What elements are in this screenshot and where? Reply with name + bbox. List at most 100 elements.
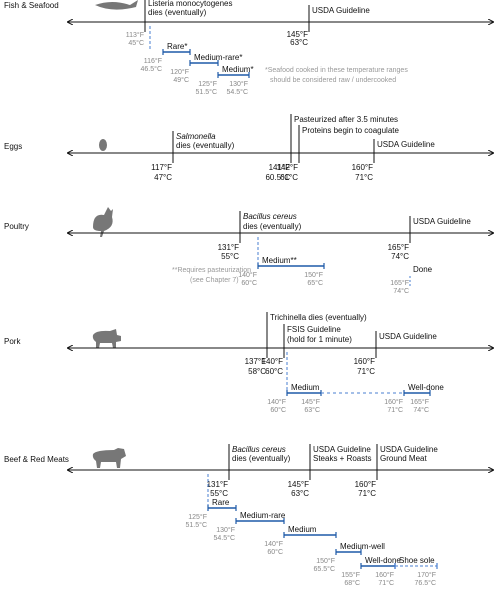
range-label: Medium — [291, 383, 320, 392]
event-label: Salmonella — [176, 132, 216, 141]
range-from-c: 46.5°C — [141, 65, 162, 73]
temp-f: 165°F — [388, 243, 410, 252]
footnote: (see Chapter 7) — [190, 277, 239, 284]
section-label: Poultry — [4, 222, 29, 231]
egg-icon — [99, 139, 107, 151]
range-medium-rare-: Medium-rare* 120°F49°C — [170, 53, 242, 84]
range-from-f: 155°F — [341, 571, 360, 579]
event-label: dies (eventually) — [243, 222, 302, 231]
event-label: Proteins begin to coagulate — [302, 126, 400, 135]
event-label: dies (eventually) — [176, 141, 235, 150]
fish-icon — [95, 0, 138, 10]
event-label: Bacillus cereus — [232, 445, 286, 454]
temp-f: 142°F — [277, 163, 299, 172]
event-label: USDA Guideline — [377, 140, 435, 149]
event-trichinella: Trichinella dies (eventually) 137°F58°C — [245, 312, 367, 376]
range-from-c: 60°C — [267, 548, 283, 556]
range-to-c: 65°C — [307, 279, 323, 287]
temp-c: 61°C — [280, 173, 298, 182]
range-to-f: 130°F — [229, 80, 248, 88]
event-label: USDA Guideline — [413, 217, 471, 226]
section-pork: Pork Trichinella dies (eventually) 137°F58… — [4, 312, 493, 414]
range-from-c: 49°C — [173, 76, 189, 84]
range-label: Medium-rare — [240, 511, 286, 520]
range-label: Medium — [288, 525, 317, 534]
temp-c: 55°C — [221, 252, 239, 261]
temp-f: 137°F — [245, 357, 267, 366]
range-label: Rare — [212, 498, 230, 507]
range-rare-: Rare*116°F46.5°C — [141, 42, 191, 73]
range-from-c: 65.5°C — [314, 565, 335, 573]
temp-f: 160°F — [355, 480, 377, 489]
range-to-c: 63°C — [304, 406, 320, 414]
range-to-f: 165°F — [410, 398, 429, 406]
range-to-f: 160°F — [375, 571, 394, 579]
event-label: (hold for 1 minute) — [287, 335, 352, 344]
range-from-f: 165°F — [390, 279, 409, 287]
temp-c: 45°C — [128, 39, 144, 47]
footnote: should be considered raw / undercooked — [270, 77, 396, 84]
range-from-c: 60°C — [241, 279, 257, 287]
range-label: Medium-well — [340, 542, 385, 551]
range-from-f: 140°F — [238, 271, 257, 279]
event-label: dies (eventually) — [148, 8, 207, 17]
temp-f: 117°F — [151, 163, 172, 172]
temp-f: 160°F — [352, 163, 374, 172]
event-label: Ground Meat — [380, 454, 427, 463]
temp-c: 63°C — [290, 38, 308, 47]
section-label: Pork — [4, 337, 21, 346]
range-from-c: 54.5°C — [214, 534, 235, 542]
range-from-c: 60°C — [270, 406, 286, 414]
range-to-c: 54.5°C — [227, 88, 248, 96]
event-label: USDA Guideline — [380, 445, 438, 454]
event-label: Steaks + Roasts — [313, 454, 371, 463]
cow-icon — [92, 448, 126, 468]
event-label: USDA Guideline — [312, 6, 370, 15]
temp-f: 131°F — [207, 480, 229, 489]
event-label: USDA Guideline — [313, 445, 371, 454]
range-label: Medium* — [222, 65, 254, 74]
range-to-f: 145°F — [301, 398, 320, 406]
range-label: Done — [413, 265, 433, 274]
cow-shape — [92, 448, 126, 468]
range-label: Well-done — [365, 556, 401, 565]
range-from-f: 120°F — [170, 68, 189, 76]
range-from-f: 140°F — [267, 398, 286, 406]
range-done: Done 165°F74°C — [390, 265, 432, 295]
range-from-f: 116°F — [144, 57, 162, 65]
range-to-c: 71°C — [378, 579, 394, 587]
section-label: Eggs — [4, 142, 22, 151]
pig-icon — [92, 329, 121, 348]
event-coagulate: Proteins begin to coagulate 142°F61°C — [277, 125, 400, 182]
footnote: *Seafood cooked in these temperature ran… — [265, 67, 408, 74]
event-label: Bacillus cereus — [243, 212, 297, 221]
range-to-c: 74°C — [413, 406, 429, 414]
temp-c: 58°C — [248, 367, 266, 376]
range-from-f: 125°F — [198, 80, 217, 88]
range-from-f: 160°F — [384, 398, 403, 406]
event-label: Pasteurized after 3.5 minutes — [294, 115, 398, 124]
range-from-c: 74°C — [393, 287, 409, 295]
range-from-c: 51.5°C — [186, 521, 207, 529]
event-label: Trichinella dies (eventually) — [270, 313, 367, 322]
chicken-icon — [93, 207, 113, 237]
range-label: Medium-rare* — [194, 53, 242, 62]
range-medium: Medium 140°F60°C 145°F63°C — [267, 383, 322, 414]
range-from-c: 71°C — [387, 406, 403, 414]
